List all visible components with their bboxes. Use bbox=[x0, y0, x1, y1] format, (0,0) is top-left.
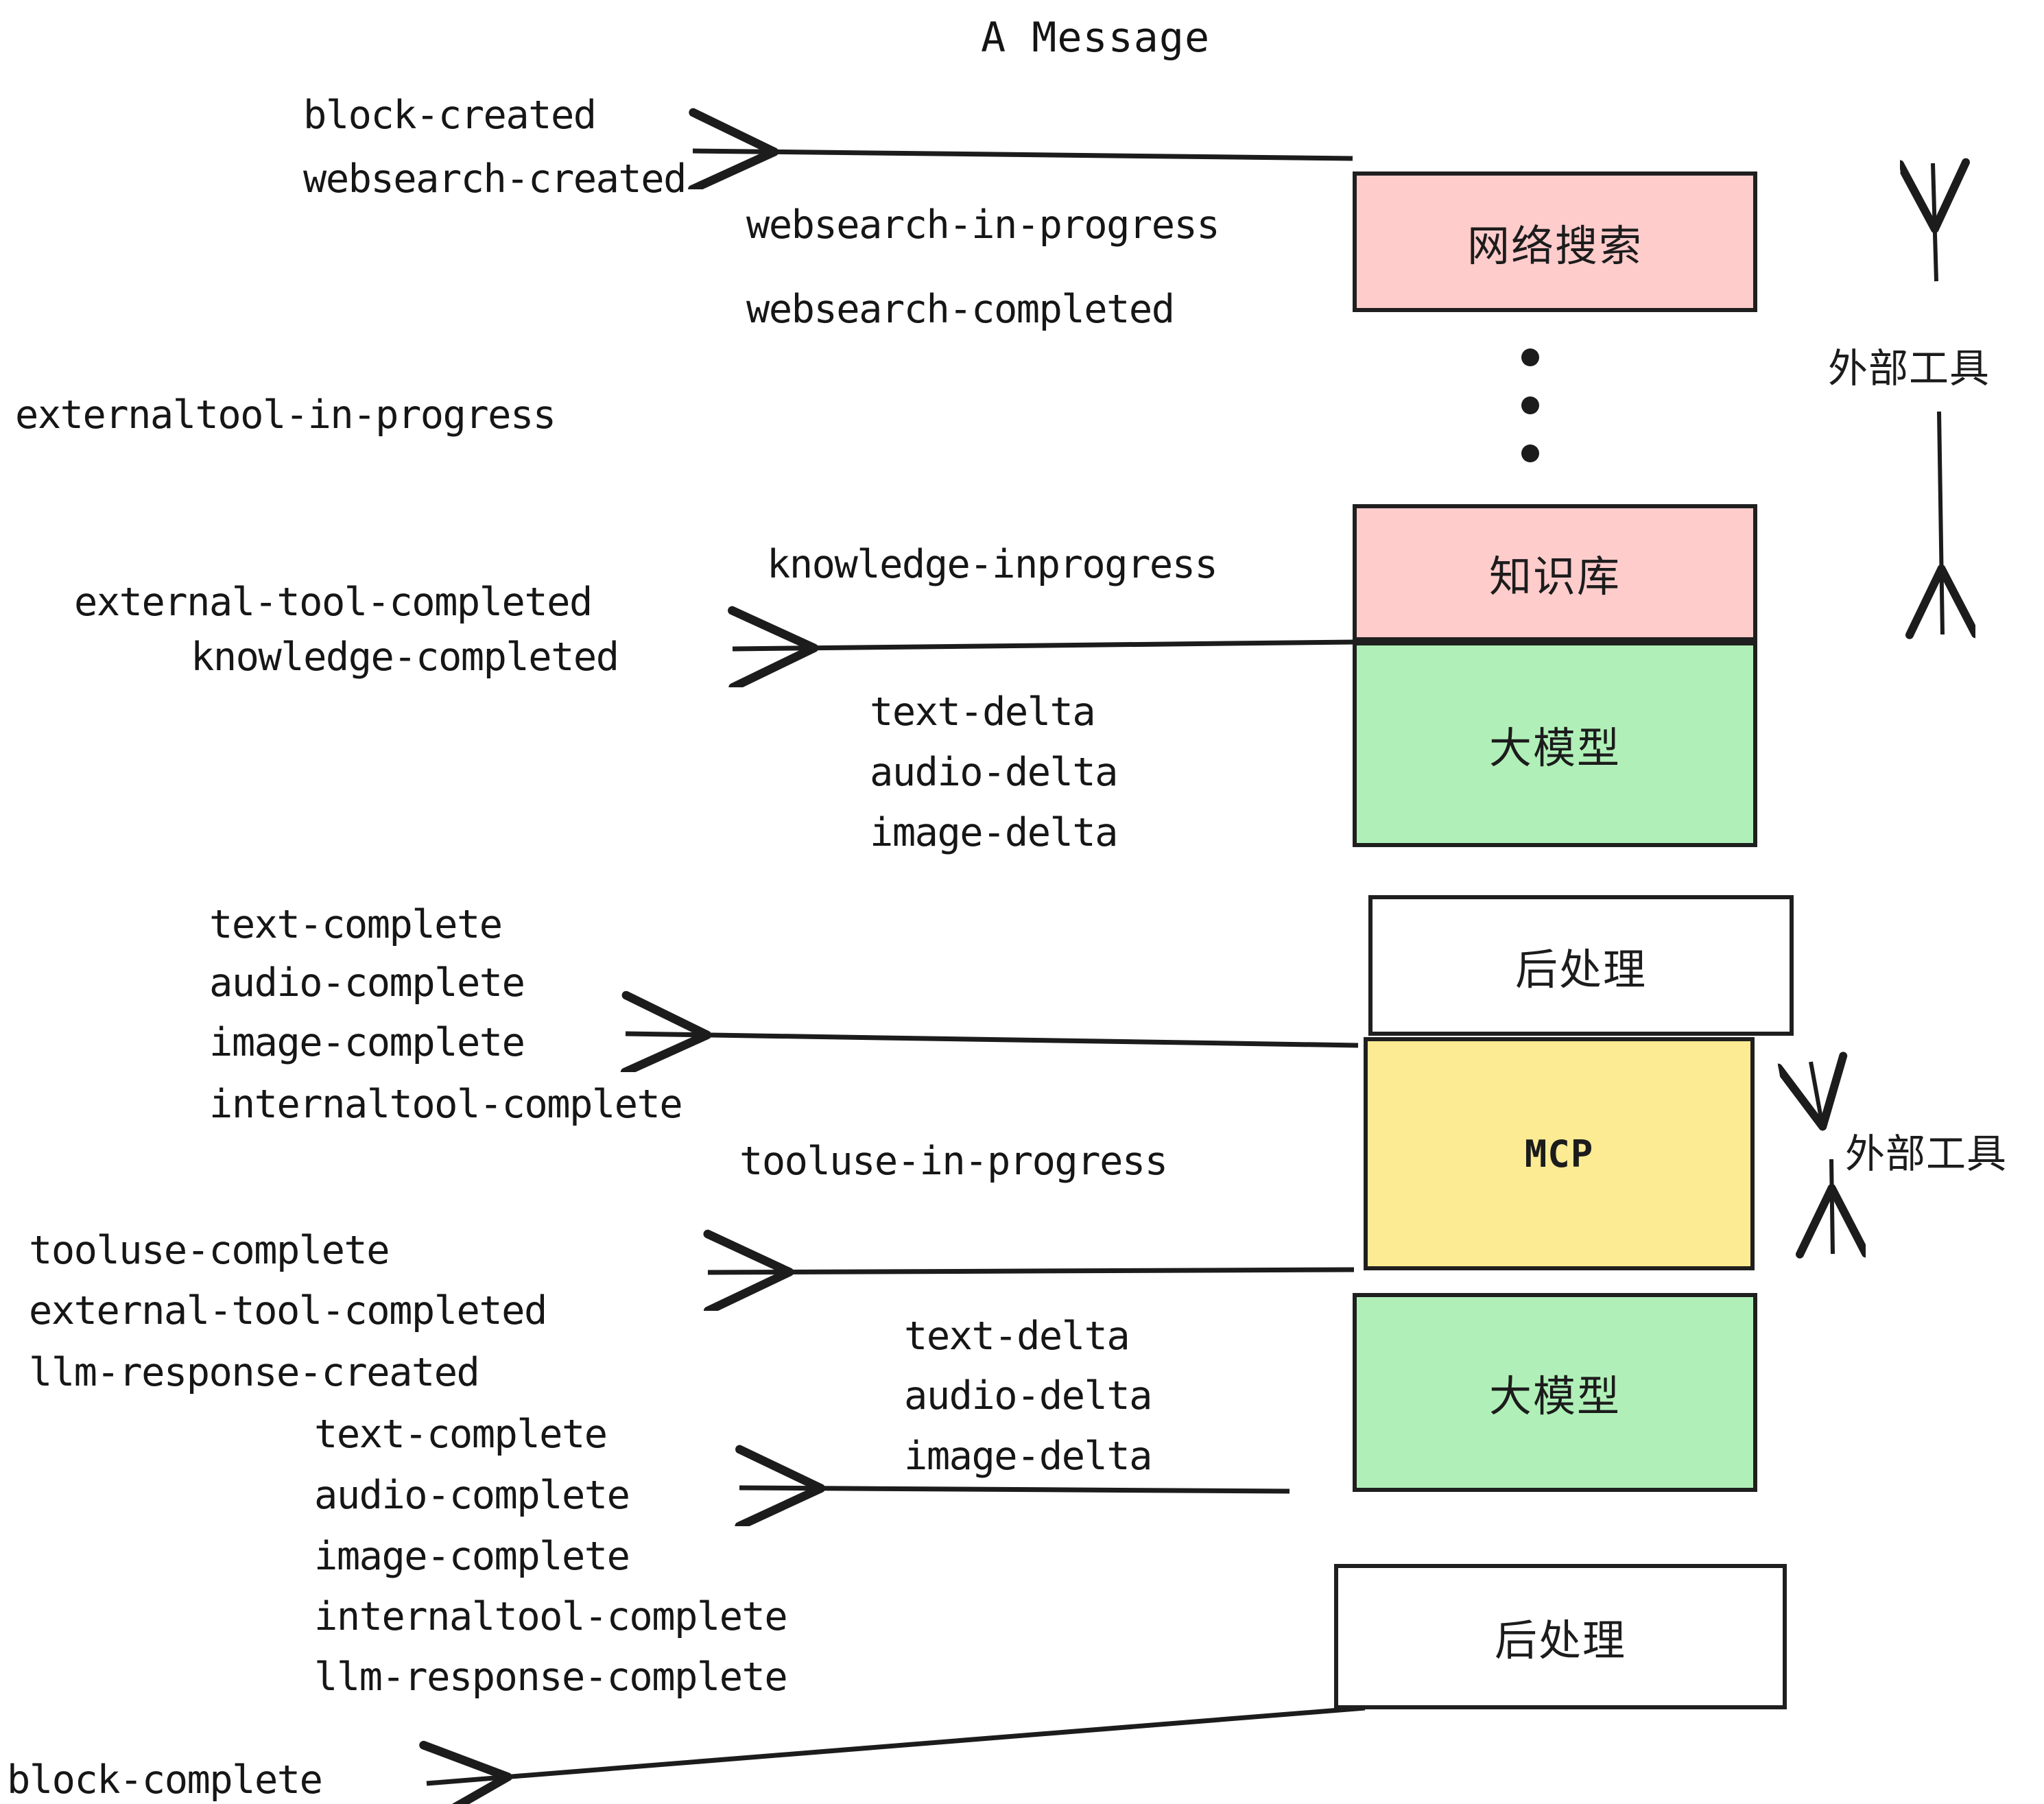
node-websearch[interactable]: 网络搜索 bbox=[1353, 171, 1757, 312]
arrow-knowledge-to-completed bbox=[733, 642, 1355, 649]
event-block-complete: block-complete bbox=[7, 1757, 323, 1803]
event-image-delta-1: image-delta bbox=[870, 810, 1119, 855]
event-block-created: block-created bbox=[303, 93, 597, 138]
event-audio-delta-2: audio-delta bbox=[904, 1373, 1153, 1419]
event-websearch-completed: websearch-completed bbox=[746, 287, 1175, 332]
event-external-tool-completed-1: external-tool-completed bbox=[74, 580, 593, 625]
node-llm-second[interactable]: 大模型 bbox=[1353, 1293, 1757, 1492]
event-llm-response-complete: llm-response-complete bbox=[314, 1654, 788, 1700]
event-websearch-in-progress: websearch-in-progress bbox=[746, 202, 1220, 248]
event-image-delta-2: image-delta bbox=[904, 1434, 1153, 1479]
event-audio-complete-1: audio-complete bbox=[209, 960, 525, 1006]
arrow-llm-to-image-complete bbox=[626, 1034, 1359, 1045]
node-llm-first[interactable]: 大模型 bbox=[1353, 641, 1757, 847]
event-knowledge-inprogress: knowledge-inprogress bbox=[767, 542, 1218, 587]
arrow-llm2-to-audio-complete bbox=[739, 1488, 1290, 1491]
event-external-tool-completed-2: external-tool-completed bbox=[29, 1288, 547, 1333]
arrow-mcp-to-tooluse-complete bbox=[708, 1270, 1355, 1272]
page-title: A Message bbox=[981, 14, 1211, 62]
event-text-complete-2: text-complete bbox=[314, 1412, 608, 1457]
node-postprocess-second[interactable]: 后处理 bbox=[1334, 1564, 1787, 1709]
event-text-complete-1: text-complete bbox=[209, 902, 503, 947]
event-knowledge-completed: knowledge-completed bbox=[191, 634, 619, 680]
arrow-external-tool-up-top bbox=[1933, 163, 1936, 282]
arrow-external-tool-down-mcp bbox=[1831, 1159, 1833, 1254]
arrow-external-tool-up-mcp bbox=[1811, 1062, 1821, 1118]
arrow-postprocess-to-block-complete bbox=[427, 1705, 1366, 1783]
ellipsis-dot-2 bbox=[1521, 396, 1539, 414]
event-tooluse-in-progress: tooluse-in-progress bbox=[739, 1139, 1168, 1184]
side-label-external-tool-mcp: 外部工具 bbox=[1845, 1130, 2008, 1177]
node-postprocess-first[interactable]: 后处理 bbox=[1368, 895, 1794, 1036]
arrow-websearch-to-created bbox=[693, 151, 1353, 158]
event-internaltool-complete-1: internaltool-complete bbox=[209, 1082, 683, 1127]
ellipsis-dot-1 bbox=[1521, 348, 1539, 366]
ellipsis-dot-3 bbox=[1521, 444, 1539, 462]
event-text-delta-1: text-delta bbox=[870, 689, 1096, 735]
side-label-external-tool-top: 外部工具 bbox=[1828, 345, 1990, 392]
event-audio-complete-2: audio-complete bbox=[314, 1473, 630, 1518]
arrow-external-tool-down-top bbox=[1939, 411, 1942, 634]
event-text-delta-2: text-delta bbox=[904, 1314, 1130, 1359]
event-image-complete-2: image-complete bbox=[314, 1534, 630, 1579]
event-internaltool-complete-2: internaltool-complete bbox=[314, 1594, 788, 1639]
event-tooluse-complete: tooluse-complete bbox=[29, 1228, 390, 1273]
event-image-complete-1: image-complete bbox=[209, 1020, 525, 1065]
node-knowledge[interactable]: 知识库 bbox=[1353, 504, 1757, 641]
event-llm-response-created: llm-response-created bbox=[29, 1350, 480, 1395]
event-audio-delta-1: audio-delta bbox=[870, 750, 1119, 795]
node-mcp[interactable]: MCP bbox=[1364, 1037, 1755, 1270]
event-externaltool-in-progress: externaltool-in-progress bbox=[15, 392, 556, 438]
event-websearch-created: websearch-created bbox=[303, 156, 687, 202]
